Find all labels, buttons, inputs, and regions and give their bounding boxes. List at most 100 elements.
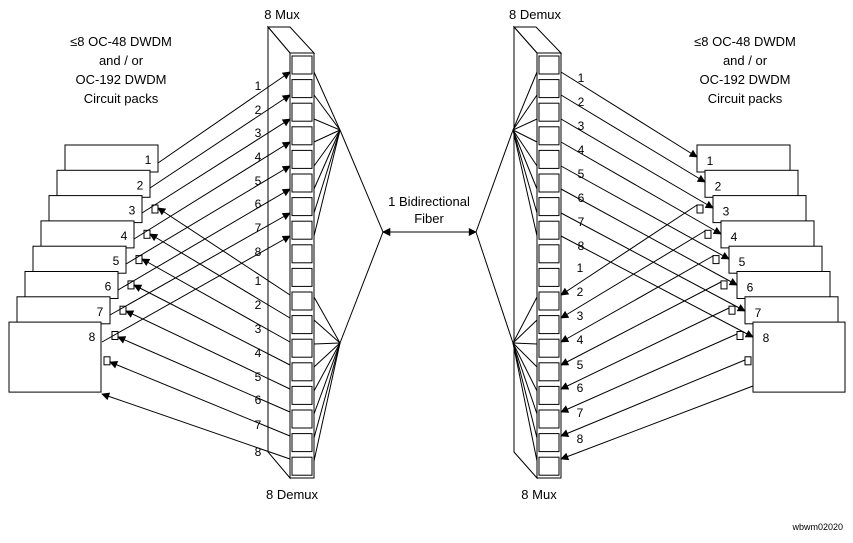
port-box bbox=[291, 433, 313, 453]
port-box bbox=[538, 267, 560, 287]
port-box bbox=[538, 433, 560, 453]
left-mux-demux-column bbox=[266, 25, 316, 480]
right-mux-demux-column bbox=[512, 25, 563, 480]
port-box bbox=[538, 149, 560, 169]
figure-id: wbwm02020 bbox=[791, 522, 843, 532]
left-pack-4 bbox=[40, 220, 135, 249]
left-demux-channel-arrow bbox=[141, 258, 291, 343]
left-demux-channel-number: 3 bbox=[255, 322, 262, 336]
port-box bbox=[291, 456, 313, 476]
right-demux-fan-line bbox=[512, 94, 538, 131]
right-pack-label-line-1: ≤8 OC-48 DWDM bbox=[694, 34, 796, 49]
right-top-title: 8 Demux bbox=[509, 7, 562, 22]
right-pack-label-line-4: Circuit packs bbox=[708, 91, 783, 106]
right-mux-channel-number: 8 bbox=[577, 432, 584, 446]
port-box bbox=[538, 126, 560, 146]
right-mux-fan-line bbox=[512, 342, 538, 462]
right-pack-5 bbox=[728, 245, 823, 274]
right-pack-connector bbox=[728, 305, 736, 315]
right-pack-connector bbox=[720, 280, 728, 290]
right-mux-fan-line bbox=[512, 296, 538, 344]
left-trunk-bottom bbox=[339, 231, 384, 344]
right-mux-channel-arrow bbox=[560, 230, 706, 319]
fiber-fan-lines bbox=[313, 71, 538, 462]
port-box bbox=[291, 102, 313, 122]
right-pack-number: 3 bbox=[723, 205, 730, 219]
right-trunk-bottom bbox=[475, 231, 514, 344]
left-mux-channel-number: 3 bbox=[255, 126, 262, 140]
port-box bbox=[291, 409, 313, 429]
right-demux-channel-number: 3 bbox=[578, 119, 585, 133]
right-demux-channel-number: 5 bbox=[578, 167, 585, 181]
left-demux-channel-number: 2 bbox=[255, 298, 262, 312]
port-box bbox=[291, 149, 313, 169]
right-mux-channel-arrow bbox=[560, 333, 738, 413]
left-mux-channel-arrow bbox=[141, 118, 291, 214]
right-pack-3 bbox=[712, 195, 807, 224]
left-demux-channel-arrow bbox=[109, 361, 291, 437]
right-pack-number: 6 bbox=[747, 281, 754, 295]
right-demux-channel-number: 7 bbox=[578, 215, 585, 229]
port-box bbox=[291, 267, 313, 287]
port-box bbox=[291, 338, 313, 358]
left-demux-channel-number: 5 bbox=[255, 370, 262, 384]
left-demux-channel-number: 8 bbox=[255, 445, 262, 459]
right-pack-label-line-3: OC-192 DWDM bbox=[699, 72, 790, 87]
left-demux-fan-line bbox=[313, 342, 341, 462]
left-mux-channel-arrow bbox=[125, 165, 291, 265]
left-demux-fan-line bbox=[313, 342, 341, 368]
left-demux-fan-line bbox=[313, 342, 341, 415]
right-demux-fan-line bbox=[512, 129, 538, 167]
port-box bbox=[538, 79, 560, 99]
right-mux-channel-arrow bbox=[560, 359, 746, 437]
left-demux-fan-line bbox=[313, 342, 341, 345]
left-pack-number: 3 bbox=[129, 204, 136, 218]
left-mux-channel-number: 1 bbox=[255, 79, 262, 93]
right-pack-number: 4 bbox=[731, 230, 738, 244]
right-demux-channel-arrow bbox=[560, 141, 722, 235]
right-demux-channel-number: 4 bbox=[578, 143, 585, 157]
port-box bbox=[291, 220, 313, 240]
right-demux-channel-number: 2 bbox=[578, 95, 585, 109]
left-pack-number: 1 bbox=[145, 153, 152, 167]
left-pack-connector bbox=[103, 356, 111, 366]
left-pack-connector bbox=[111, 331, 119, 340]
port-box bbox=[291, 55, 313, 75]
left-pack-label-line-2: and / or bbox=[99, 53, 144, 68]
fiber-label-line-1: 1 Bidirectional bbox=[388, 194, 470, 209]
left-demux-channel-arrow bbox=[125, 310, 291, 390]
right-pack-number: 5 bbox=[739, 255, 746, 269]
left-mux-channel-arrow bbox=[117, 188, 291, 291]
right-pack-connector bbox=[712, 255, 720, 265]
left-demux-channel-number: 1 bbox=[255, 274, 262, 288]
right-demux-fan-line bbox=[512, 129, 538, 190]
left-mux-fan-line bbox=[313, 118, 341, 131]
left-demux-channel-arrow bbox=[133, 284, 291, 366]
port-box bbox=[291, 385, 313, 405]
right-pack-connector bbox=[696, 204, 704, 214]
left-demux-fan-line bbox=[313, 342, 341, 392]
left-pack-number: 2 bbox=[137, 178, 144, 192]
left-top-title: 8 Mux bbox=[264, 7, 300, 22]
port-box bbox=[538, 409, 560, 429]
left-pack-number: 8 bbox=[89, 330, 96, 344]
port-box bbox=[538, 291, 560, 311]
right-mux-fan-line bbox=[512, 342, 538, 415]
right-mux-fan-line bbox=[512, 342, 538, 392]
left-pack-label-line-1: ≤8 OC-48 DWDM bbox=[70, 34, 172, 49]
right-pack-label-line-2: and / or bbox=[723, 53, 768, 68]
left-pack-label-line-3: OC-192 DWDM bbox=[75, 72, 166, 87]
right-demux-channel-arrow bbox=[560, 165, 730, 260]
port-box bbox=[291, 362, 313, 382]
left-trunk-top bbox=[339, 129, 384, 233]
port-box bbox=[291, 197, 313, 217]
left-pack-connector bbox=[119, 305, 127, 315]
right-demux-channel-number: 6 bbox=[578, 191, 585, 205]
right-pack-7 bbox=[744, 296, 839, 325]
left-mux-fan-line bbox=[313, 129, 341, 167]
right-mux-channel-number: 7 bbox=[577, 406, 584, 420]
right-column-side-face bbox=[513, 25, 538, 480]
left-demux-fan-line bbox=[313, 319, 341, 344]
